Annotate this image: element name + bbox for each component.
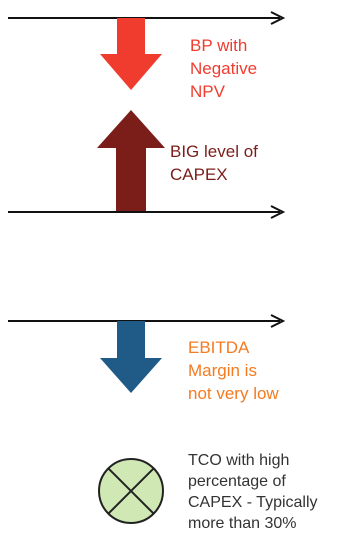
label-line: CAPEX - Typically [188, 494, 318, 511]
label-line: CAPEX [170, 165, 228, 184]
arrow-up-icon [97, 110, 165, 212]
label-line: Negative [190, 59, 258, 78]
tco-label: TCO with high percentage of CAPEX - Typi… [188, 450, 318, 534]
middle-line-arrow [8, 205, 286, 219]
label-line: EBITDA [188, 338, 250, 357]
label-line: NPV [190, 82, 225, 101]
label-line: not very low [188, 384, 279, 403]
negative-npv-label: BP with Negative NPV [190, 34, 257, 103]
crossed-circle-icon [98, 458, 164, 524]
label-line: more than 30% [188, 515, 297, 532]
label-line: Margin is [188, 361, 257, 380]
ebitda-label: EBITDA Margin is not very low [188, 336, 279, 405]
top-line-arrow [8, 11, 286, 25]
lower-line-arrow [8, 314, 286, 328]
capex-label: BIG level of CAPEX [170, 140, 258, 186]
label-line: BP with [190, 36, 248, 55]
label-line: percentage of [188, 473, 286, 490]
arrow-down-icon [100, 321, 162, 393]
label-line: TCO with high [188, 452, 290, 469]
label-line: BIG level of [170, 142, 258, 161]
arrow-down-icon [100, 18, 162, 90]
